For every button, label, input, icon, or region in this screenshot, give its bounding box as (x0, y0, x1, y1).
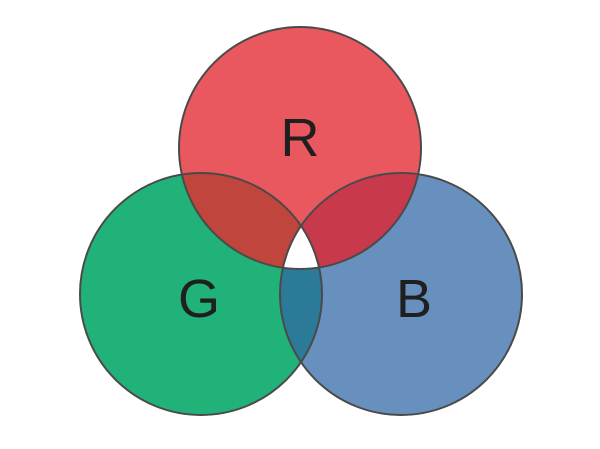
set-r-label: R (281, 108, 320, 168)
set-g-label: G (178, 269, 220, 329)
set-b-outline (279, 172, 523, 416)
set-r-outline (178, 26, 422, 270)
overlap-r-b (280, 173, 421, 269)
overlap-r-g (179, 173, 322, 269)
set-b-label: B (396, 269, 432, 329)
set-g-outline (79, 172, 323, 416)
